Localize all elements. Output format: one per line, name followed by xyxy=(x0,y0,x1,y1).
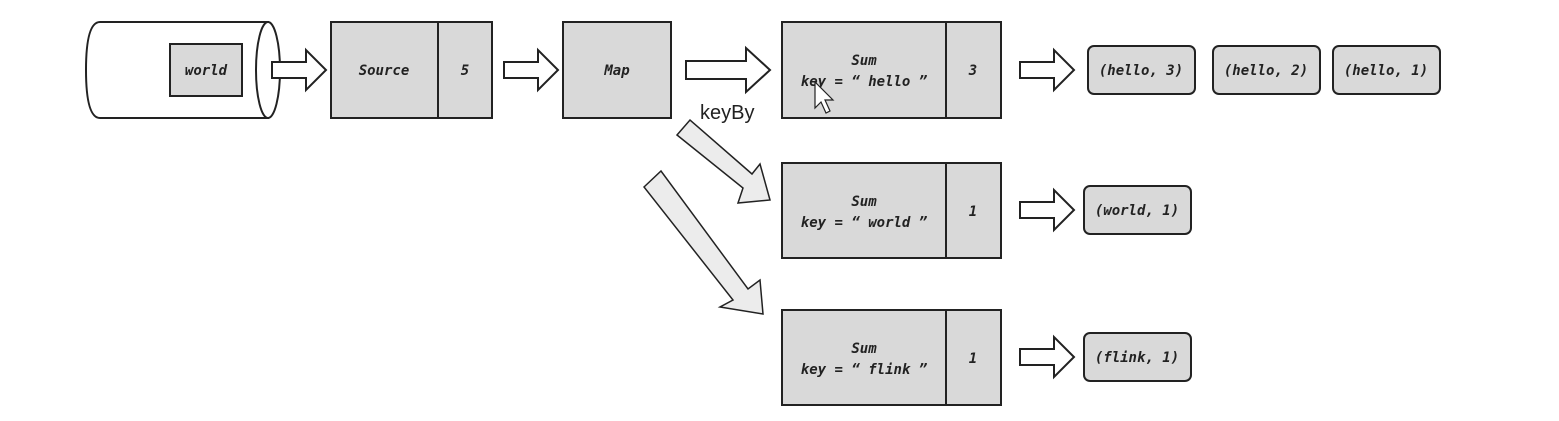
output-record-label: (world, 1) xyxy=(1095,203,1179,219)
output-record: (hello, 2) xyxy=(1212,45,1321,95)
map-label: Map xyxy=(603,63,629,79)
source-queue: world xyxy=(84,21,281,119)
output-record: (hello, 1) xyxy=(1332,45,1441,95)
sum-key: key = “ world ” xyxy=(801,215,928,231)
sum-key: key = “ flink ” xyxy=(801,362,928,378)
output-record-label: (hello, 1) xyxy=(1344,63,1428,79)
output-record: (hello, 3) xyxy=(1087,45,1196,95)
source-label: Source xyxy=(359,63,410,79)
arrow-queue-to-source xyxy=(271,47,328,93)
sum-title: Sum xyxy=(851,53,877,69)
source-operator: Source 5 xyxy=(330,21,493,119)
output-record-label: (hello, 2) xyxy=(1224,63,1308,79)
output-record: (world, 1) xyxy=(1083,185,1192,235)
sum-count: 1 xyxy=(969,351,977,367)
arrow-source-to-map xyxy=(503,47,560,93)
queue-item-label: world xyxy=(185,63,228,79)
output-record-label: (flink, 1) xyxy=(1095,350,1179,366)
arrow-sum-flink-to-output xyxy=(1019,334,1076,380)
keyby-label: keyBy xyxy=(700,102,754,124)
arrow-keyby-to-sum-world xyxy=(675,118,771,204)
arrow-map-to-sum-hello xyxy=(685,45,772,95)
sum-title: Sum xyxy=(851,341,877,357)
arrow-keyby-to-sum-flink xyxy=(642,169,764,315)
arrow-sum-hello-to-output xyxy=(1019,47,1076,93)
sum-key: key = “ hello ” xyxy=(801,74,928,90)
sum-operator-world: Sum key = “ world ” 1 xyxy=(781,162,1002,259)
sum-count: 1 xyxy=(969,204,977,220)
queue-item-box xyxy=(169,43,243,97)
output-record: (flink, 1) xyxy=(1083,332,1192,382)
map-operator: Map xyxy=(562,21,672,119)
source-count: 5 xyxy=(461,63,469,79)
sum-operator-flink: Sum key = “ flink ” 1 xyxy=(781,309,1002,406)
output-record-label: (hello, 3) xyxy=(1099,63,1183,79)
sum-title: Sum xyxy=(851,194,877,210)
sum-count: 3 xyxy=(968,63,977,79)
mouse-pointer-icon xyxy=(814,80,835,114)
arrow-sum-world-to-output xyxy=(1019,187,1076,233)
